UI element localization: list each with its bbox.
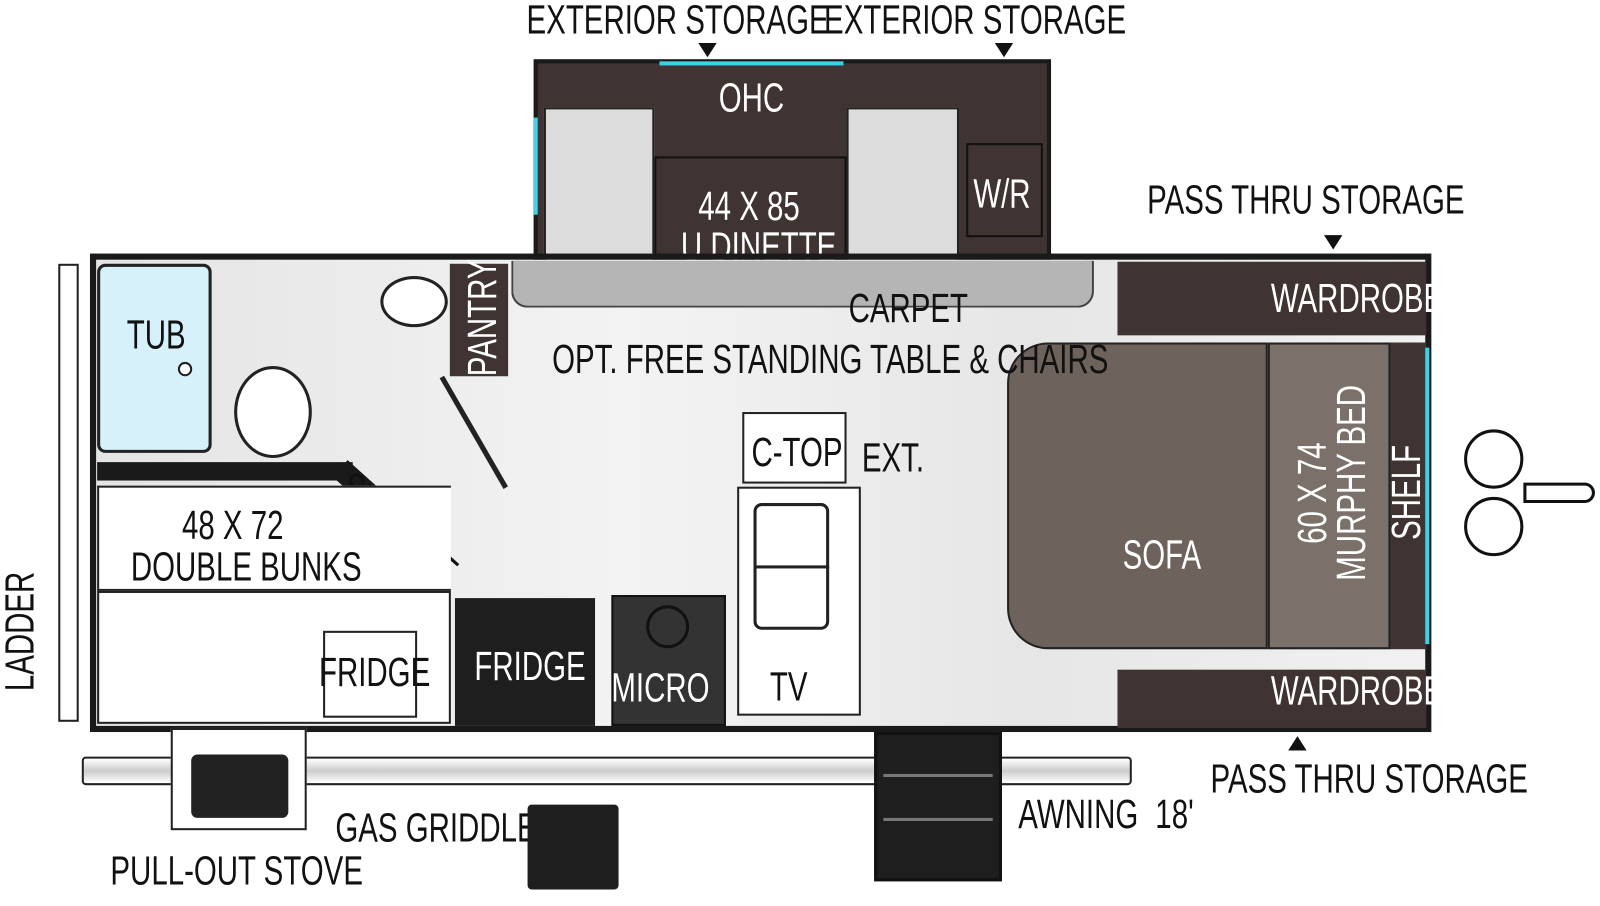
carpet-area <box>511 260 1094 308</box>
wheel-icon <box>1464 496 1524 557</box>
bath-wall <box>97 462 353 481</box>
sofa <box>1007 342 1268 650</box>
step-line <box>883 817 993 821</box>
bunks-name-label: DOUBLE BUNKS <box>130 544 362 590</box>
wardrobe-bottom <box>1117 669 1427 728</box>
dinette-size-label: 44 X 85 <box>698 184 800 230</box>
ladder-label: LADDER <box>0 571 43 692</box>
fridge <box>454 598 596 726</box>
ctop-label: C-TOP <box>751 430 843 476</box>
drain-icon <box>177 361 193 377</box>
shelf-label: SHELF <box>1384 444 1430 540</box>
ohc-label: OHC <box>718 75 785 121</box>
table-option-label: OPT. FREE STANDING TABLE & CHAIRS <box>552 337 1109 383</box>
window <box>1425 347 1430 645</box>
bunk-fridge <box>323 630 418 718</box>
carpet-label: CARPET <box>848 286 969 332</box>
shelf <box>1390 342 1427 650</box>
pull-out-stove-label: PULL-OUT STOVE <box>110 848 363 894</box>
micro-label: MICRO <box>611 665 710 711</box>
sink-divider <box>753 565 830 569</box>
murphy-name-label: MURPHY BED <box>1329 384 1375 581</box>
pass-thru-storage-bottom-label: PASS THRU STORAGE <box>1210 756 1528 802</box>
murphy-bed <box>1267 342 1391 650</box>
awning-label: AWNING <box>1018 792 1139 838</box>
wardrobe-wr <box>966 143 1043 238</box>
bunk-fridge-label: FRIDGE <box>318 650 431 696</box>
exterior-storage-label-2: EXTERIOR STORAGE <box>824 0 1127 43</box>
arrow-up-icon <box>1288 736 1307 751</box>
wardrobe-top <box>1117 261 1427 336</box>
arrow-down-icon <box>698 42 717 58</box>
window <box>659 61 844 66</box>
ladder <box>58 263 79 722</box>
ext-label: EXT. <box>861 435 925 481</box>
wr-label: W/R <box>973 171 1031 217</box>
pantry <box>449 263 509 377</box>
burner-icon <box>646 605 690 649</box>
gas-griddle <box>527 804 619 890</box>
step-line <box>883 773 993 778</box>
arrow-down-icon <box>994 42 1014 58</box>
tv-label: TV <box>769 664 808 710</box>
sink-icon <box>380 276 448 328</box>
wheel-icon <box>1464 429 1524 489</box>
fridge-label: FRIDGE <box>474 644 586 690</box>
murphy-size-label: 60 X 74 <box>1290 442 1336 544</box>
wardrobe-top-label: WARDROBE <box>1270 276 1444 322</box>
pass-thru-storage-top-label: PASS THRU STORAGE <box>1147 177 1465 223</box>
awning-length-label: 18' <box>1155 792 1194 838</box>
bunk-upper <box>97 485 451 591</box>
stove-burners-icon <box>191 754 289 818</box>
kitchen-counter <box>737 486 861 716</box>
c-top <box>742 412 847 484</box>
arrow-down-icon <box>1324 235 1343 250</box>
sofa-label: SOFA <box>1122 532 1202 578</box>
exterior-storage-label-1: EXTERIOR STORAGE <box>526 0 829 43</box>
hitch-icon <box>1523 482 1595 504</box>
tub <box>97 263 212 453</box>
toilet-icon <box>234 366 312 459</box>
bunks-size-label: 48 X 72 <box>181 503 284 549</box>
window <box>533 117 538 215</box>
gas-griddle-label: GAS GRIDDLE <box>335 805 537 851</box>
wardrobe-bottom-label: WARDROBE <box>1270 668 1444 714</box>
entry-steps <box>874 732 1002 882</box>
tub-label: TUB <box>126 312 186 358</box>
pantry-label: PANTRY <box>460 259 506 377</box>
